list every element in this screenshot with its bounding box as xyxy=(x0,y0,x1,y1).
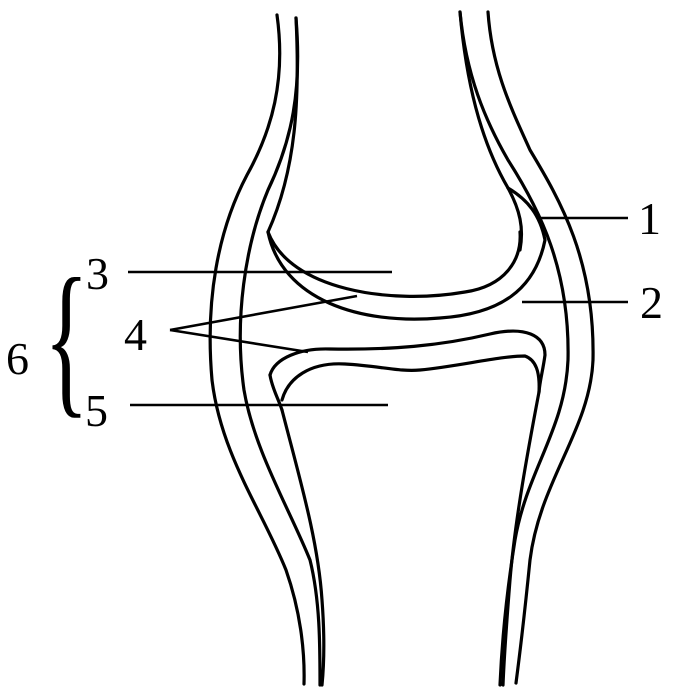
femur-right-edge xyxy=(460,12,508,188)
capsule-outer-right xyxy=(488,12,593,683)
leader-lines xyxy=(128,218,628,405)
femur-cartilage-lower xyxy=(268,188,545,319)
number-labels: 1 2 3 4 5 6 xyxy=(6,193,663,436)
label-5: 5 xyxy=(85,385,108,436)
label-2: 2 xyxy=(640,277,663,328)
brace-6: { xyxy=(44,244,89,432)
leader-4-upper xyxy=(170,296,357,330)
femur-left-edge xyxy=(268,18,297,232)
label-4: 4 xyxy=(124,309,147,360)
label-6: 6 xyxy=(6,333,29,384)
label-3: 3 xyxy=(86,248,109,299)
tibia-cartilage-upper xyxy=(270,331,545,392)
femur-articular-surface xyxy=(268,232,520,296)
label-1: 1 xyxy=(638,193,661,244)
tibia-articular-surface xyxy=(282,356,539,400)
